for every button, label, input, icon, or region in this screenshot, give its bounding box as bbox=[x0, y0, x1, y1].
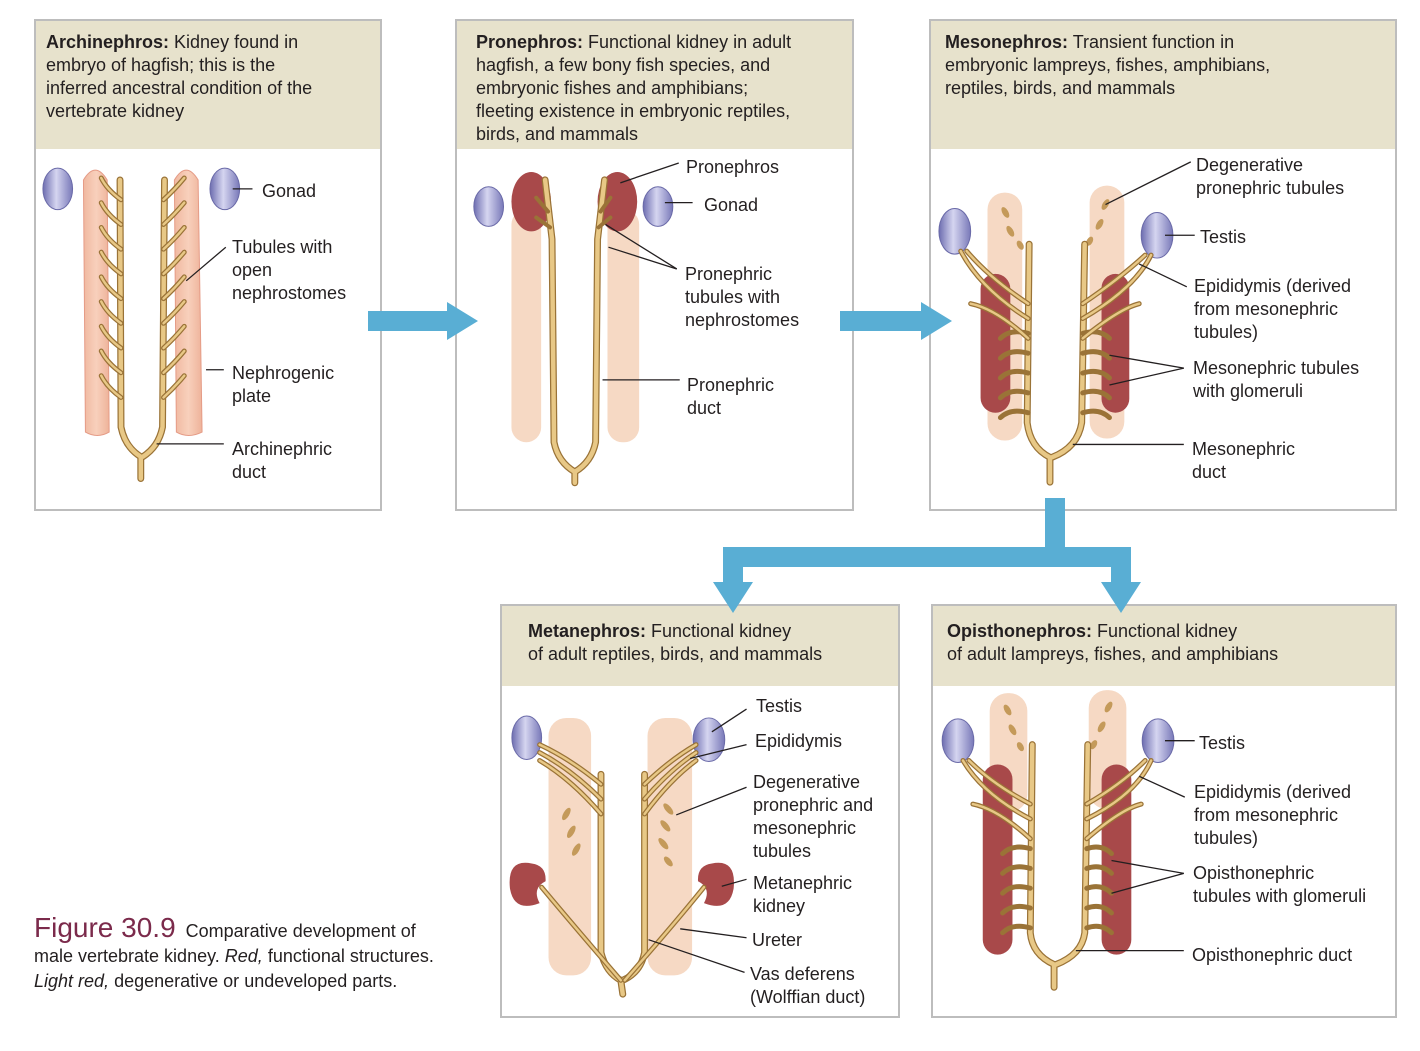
description-line: of adult reptiles, birds, and mammals bbox=[528, 644, 823, 664]
description-line: fleeting existence in embryonic reptiles… bbox=[476, 101, 791, 121]
pronephric-tubules bbox=[534, 195, 613, 230]
label-testis: Testis bbox=[1199, 733, 1246, 753]
caption-text: Comparative development bbox=[185, 921, 396, 941]
panel-header: Opisthonephros: Functional kidney of adu… bbox=[933, 606, 1395, 686]
panel-header: Pronephros: Functional kidney in adult h… bbox=[457, 21, 852, 149]
panel-metanephros: Metanephros: Functional kidney of adult … bbox=[500, 604, 900, 1018]
label-pronephros: Pronephros bbox=[686, 157, 780, 177]
panel-header: Mesonephros: Transient function in embry… bbox=[931, 21, 1395, 149]
light-red-plate-left bbox=[511, 209, 542, 443]
label-vas-deferens: Vas deferens(Wolffian duct) bbox=[750, 964, 866, 1007]
pronephros-illustration bbox=[473, 162, 693, 487]
label-testis: Testis bbox=[756, 696, 803, 716]
metanephric-kidney-right bbox=[697, 862, 734, 906]
panel-mesonephros: Mesonephros: Transient function in embry… bbox=[929, 19, 1397, 511]
degenerative-tubules bbox=[1003, 701, 1113, 752]
panel-title: Mesonephros: bbox=[945, 32, 1069, 52]
opisthonephros-illustration bbox=[941, 690, 1195, 991]
description-line: Kidney found in bbox=[174, 32, 299, 52]
description-line: Functional kidney in adult bbox=[588, 32, 792, 52]
description-line: of adult lampreys, fishes, and amphibian… bbox=[947, 644, 1279, 664]
light-red-plate-right bbox=[607, 209, 640, 443]
panel-header: Metanephros: Functional kidney of adult … bbox=[502, 606, 898, 686]
metanephros-illustration bbox=[509, 708, 747, 998]
pronephros-right bbox=[597, 171, 638, 232]
caption-text: degenerative or bbox=[114, 971, 240, 991]
description-line: Transient function in bbox=[1072, 32, 1235, 52]
label-epididymis: Epididymis bbox=[755, 731, 843, 751]
panel-pronephros: Pronephros: Functional kidney in adult h… bbox=[455, 19, 854, 511]
archinephros-illustration bbox=[42, 167, 253, 482]
gonad-right bbox=[642, 186, 674, 227]
degenerative-tubules bbox=[562, 803, 674, 867]
figure-number: Figure 30.9 bbox=[34, 912, 176, 943]
label-ureter: Ureter bbox=[752, 930, 803, 950]
label-gonad: Gonad bbox=[704, 195, 759, 215]
caption-red-term: Red, bbox=[224, 946, 263, 966]
leader-lines bbox=[156, 188, 253, 445]
panel-opisthonephros: Opisthonephros: Functional kidney of adu… bbox=[931, 604, 1397, 1018]
mesonephros-illustration bbox=[938, 161, 1195, 486]
pronephros-left bbox=[511, 171, 552, 232]
caption-text: structures. bbox=[349, 946, 434, 966]
caption-text: of male vertebrate kidney. bbox=[34, 921, 416, 966]
gonad-left bbox=[473, 186, 505, 227]
label-testis: Testis bbox=[1200, 227, 1247, 247]
testis-right bbox=[692, 717, 726, 762]
archinephric-duct bbox=[116, 176, 168, 482]
testis-left bbox=[511, 715, 543, 761]
leader-lines bbox=[1072, 161, 1195, 446]
leader-lines bbox=[1075, 740, 1195, 952]
nephrogenic-plate-right bbox=[173, 169, 203, 437]
leader-lines bbox=[602, 162, 693, 381]
caption-text: undeveloped parts. bbox=[244, 971, 398, 991]
description-line: birds, and mammals bbox=[476, 124, 639, 144]
description-line: reptiles, birds, and mammals bbox=[945, 78, 1176, 98]
figure-caption: Figure 30.9 Comparative development of m… bbox=[34, 912, 454, 994]
caption-text: functional bbox=[267, 946, 345, 966]
description-line: embryonic fishes and amphibians; bbox=[476, 78, 749, 98]
description-line: Functional kidney bbox=[651, 621, 792, 641]
panel-title: Archinephros: bbox=[46, 32, 170, 52]
nephrogenic-plate-left bbox=[82, 169, 110, 437]
description-line: embryo of hagfish; this is the bbox=[46, 55, 276, 75]
caption-light-red-term: Light red, bbox=[34, 971, 110, 991]
label-opisthonephric-duct: Opisthonephric duct bbox=[1192, 945, 1353, 965]
description-line: embryonic lampreys, fishes, amphibians, bbox=[945, 55, 1271, 75]
testis-left bbox=[938, 207, 972, 255]
label-gonad: Gonad bbox=[262, 181, 317, 201]
description-line: Functional kidney bbox=[1097, 621, 1238, 641]
leader-lines bbox=[648, 708, 747, 973]
testis-left bbox=[941, 718, 975, 763]
description-line: hagfish, a few bony fish species, and bbox=[476, 55, 771, 75]
gonad-left bbox=[42, 167, 74, 211]
panel-title: Pronephros: bbox=[476, 32, 584, 52]
panel-archinephros: Archinephros: Kidney found in embryo of … bbox=[34, 19, 382, 511]
description-line: inferred ancestral condition of the bbox=[46, 78, 313, 98]
metanephric-kidney-left bbox=[509, 862, 546, 906]
light-red-plate-right bbox=[647, 717, 693, 976]
panel-header: Archinephros: Kidney found in embryo of … bbox=[36, 21, 380, 149]
panel-title: Opisthonephros: bbox=[947, 621, 1092, 641]
panel-title: Metanephros: bbox=[528, 621, 647, 641]
description-line: vertebrate kidney bbox=[46, 101, 185, 121]
arrow-mesonephros-branch bbox=[713, 498, 1141, 613]
